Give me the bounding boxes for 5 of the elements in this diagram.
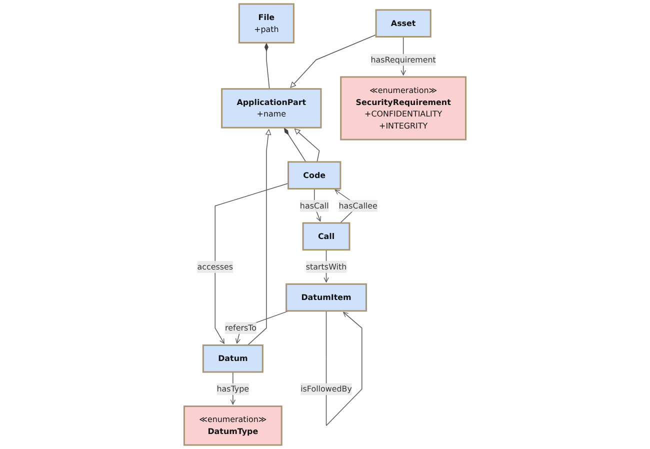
connector xyxy=(284,127,306,162)
arrow xyxy=(290,34,376,88)
connector xyxy=(264,42,270,90)
arrow xyxy=(294,128,320,162)
arrow xyxy=(247,129,272,346)
